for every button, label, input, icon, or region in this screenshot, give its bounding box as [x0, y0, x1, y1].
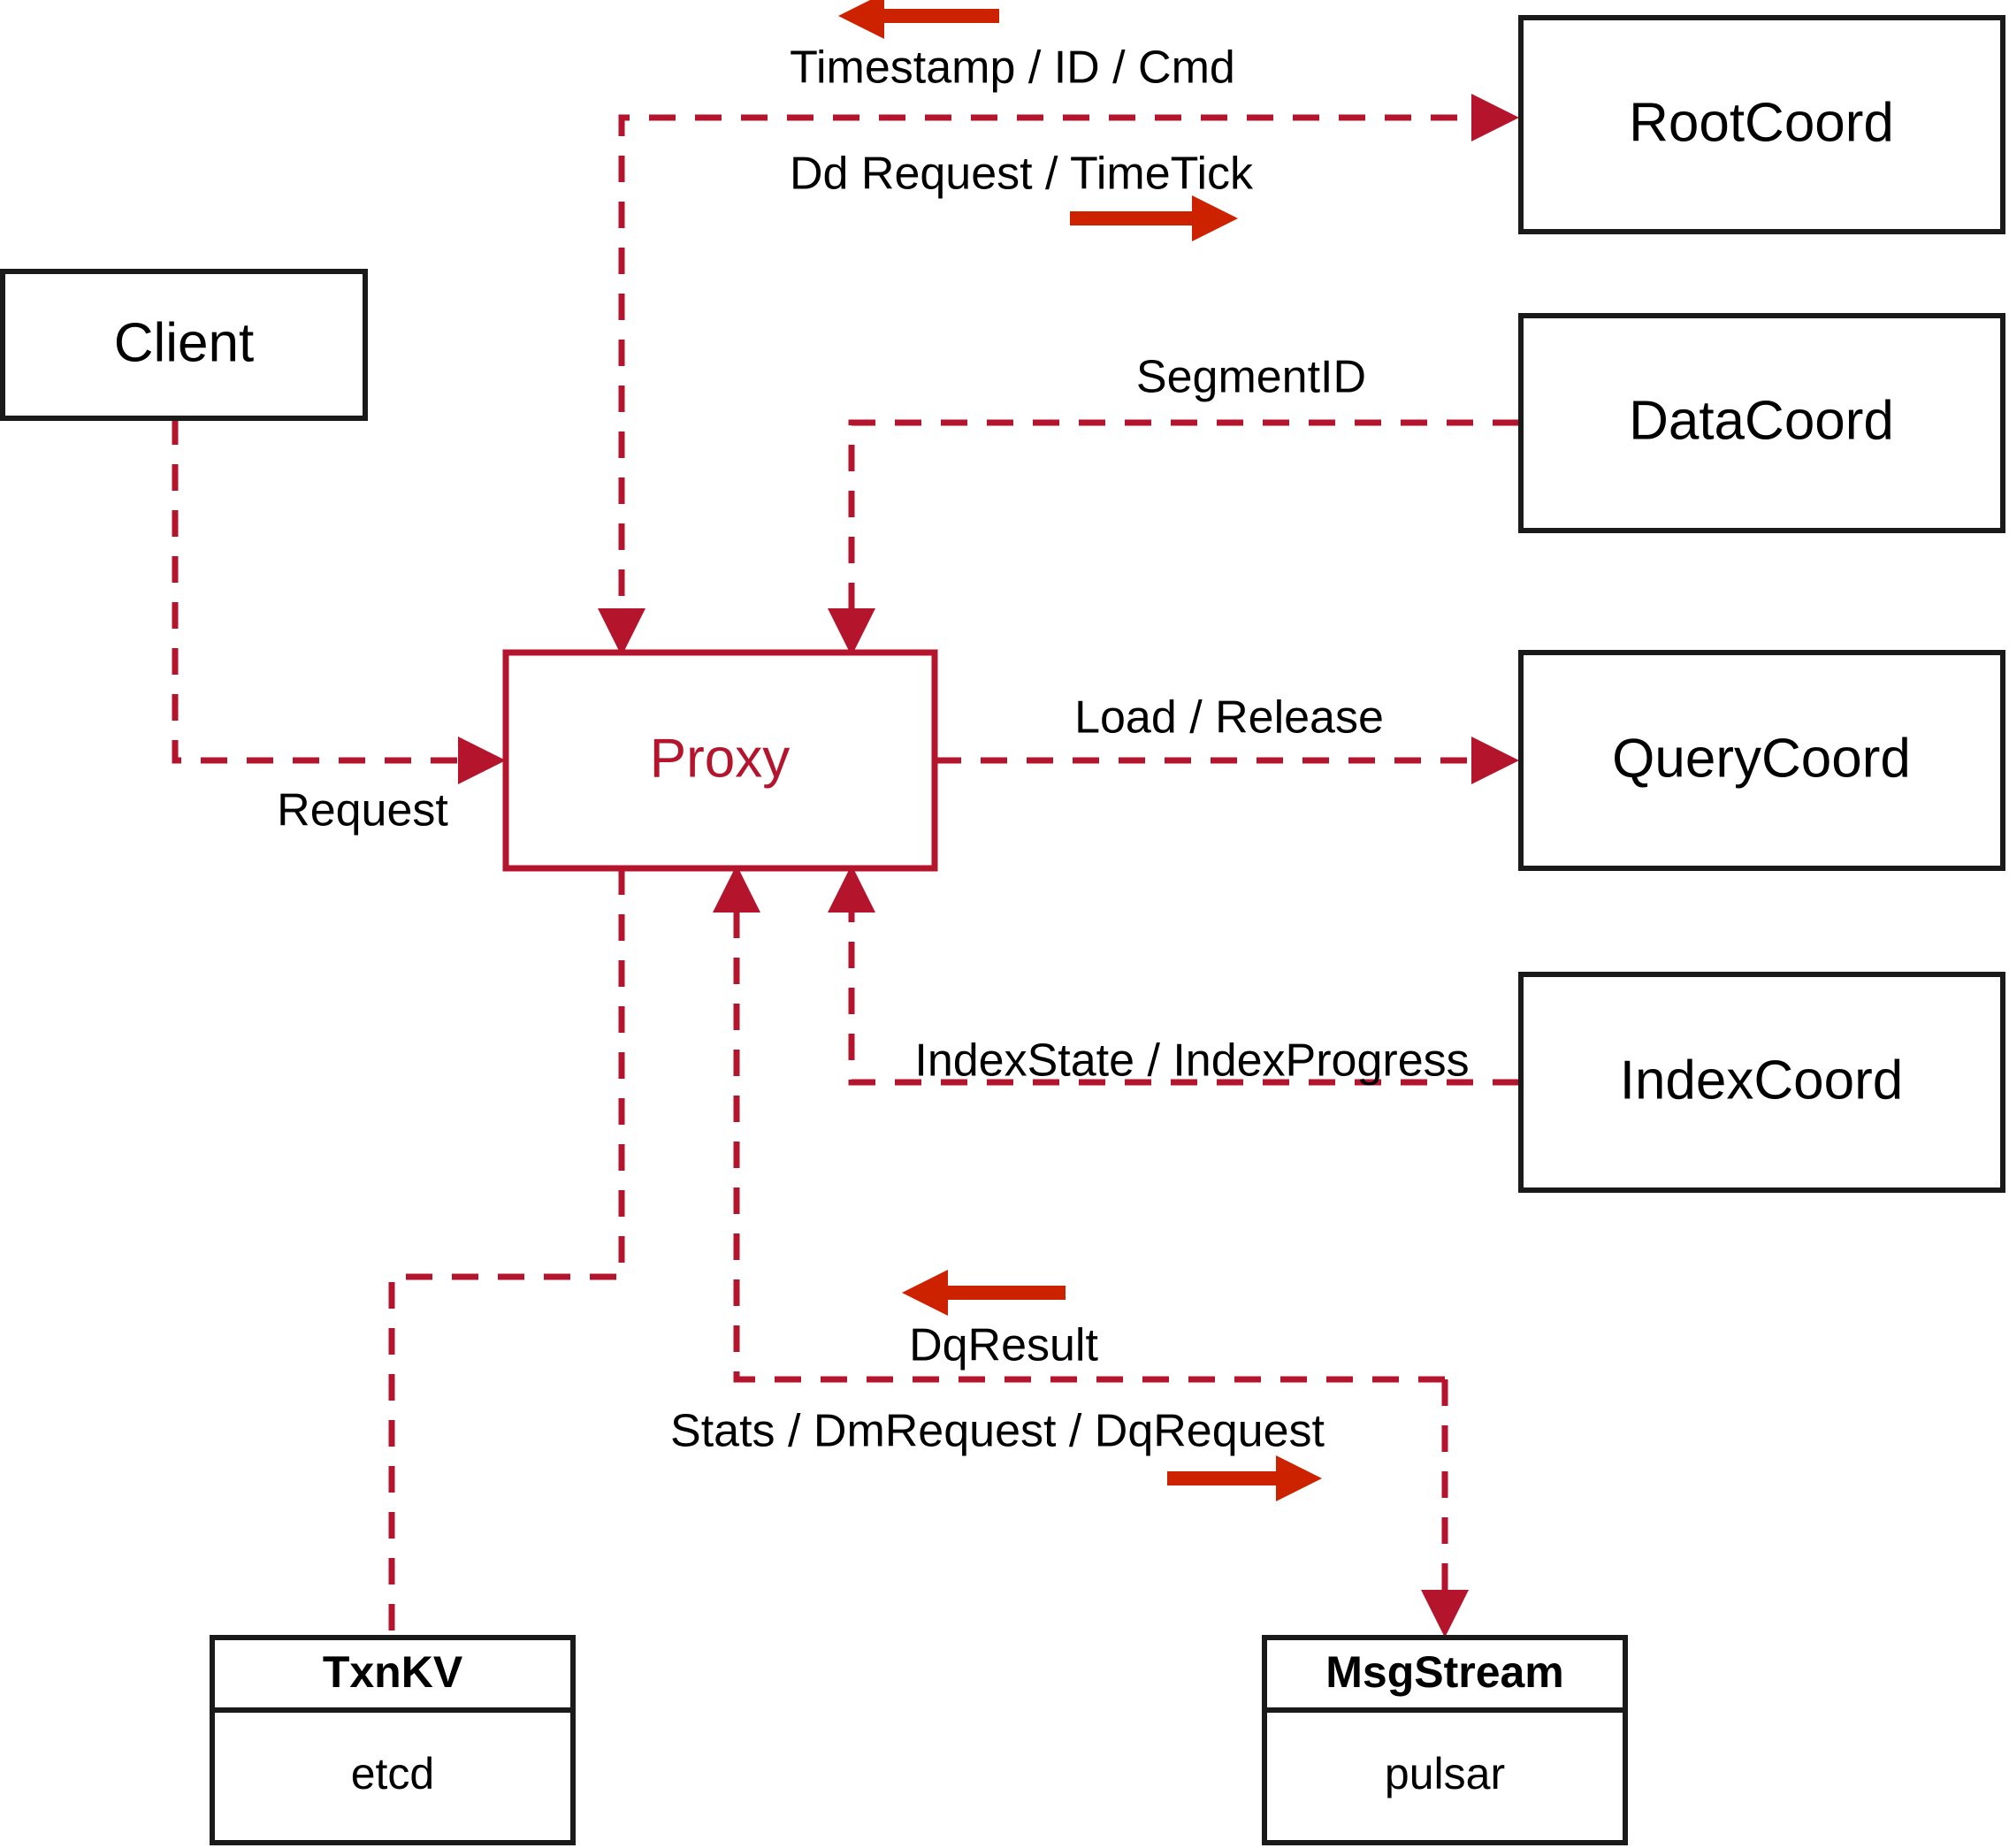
node-datacoord[interactable]: DataCoord	[1518, 313, 2005, 533]
edge-label-load-release: Load / Release	[1074, 692, 1384, 744]
node-msgstream-impl: pulsar	[1385, 1749, 1505, 1798]
edge-proxy-to-querycoord	[935, 737, 1519, 784]
node-msgstream-label: MsgStream	[1325, 1647, 1564, 1697]
edge-label-dd-request-timetick: Dd Request / TimeTick	[790, 149, 1254, 200]
node-txnkv-label: TxnKV	[323, 1647, 463, 1697]
edge-proxy-to-rootcoord	[1471, 94, 1519, 141]
edge-label-timestamp-id-cmd: Timestamp / ID / Cmd	[790, 42, 1235, 94]
flow-arrow-dqresult-left	[902, 1270, 1066, 1316]
flow-arrow-timestamp-left	[838, 0, 999, 39]
node-proxy-label: Proxy	[650, 728, 790, 789]
flow-arrow-dqrequest-right	[1167, 1455, 1322, 1501]
node-rootcoord[interactable]: RootCoord	[1518, 15, 2005, 234]
edge-client-to-proxy	[172, 418, 506, 784]
node-datacoord-label: DataCoord	[1629, 390, 1894, 451]
node-querycoord[interactable]: QueryCoord	[1518, 650, 2005, 871]
edge-label-indexstate-indexprogress: IndexState / IndexProgress	[914, 1035, 1469, 1087]
node-client-label: Client	[114, 312, 255, 373]
node-indexcoord[interactable]: IndexCoord	[1518, 972, 2005, 1193]
node-txnkv-impl: etcd	[351, 1749, 435, 1798]
flow-arrow-ddrequest-right	[1070, 195, 1238, 241]
edge-label-segmentid: SegmentID	[1136, 352, 1366, 403]
edge-proxy-to-txnkv	[388, 868, 625, 1638]
node-rootcoord-label: RootCoord	[1629, 92, 1894, 153]
node-msgstream[interactable]: MsgStream pulsar	[1262, 1635, 1628, 1845]
node-txnkv[interactable]: TxnKV etcd	[210, 1635, 576, 1845]
node-querycoord-label: QueryCoord	[1612, 728, 1911, 789]
edge-label-stats-dmrequest-dqrequest: Stats / DmRequest / DqRequest	[670, 1406, 1325, 1457]
edge-indexcoord-to-proxy	[828, 865, 1519, 1086]
edge-rootcoord-to-proxy	[598, 114, 1503, 656]
edge-label-request: Request	[277, 785, 448, 836]
edge-label-dqresult: DqResult	[909, 1320, 1098, 1371]
node-proxy[interactable]: Proxy	[502, 649, 938, 872]
node-client[interactable]: Client	[0, 269, 368, 421]
node-indexcoord-label: IndexCoord	[1620, 1050, 1904, 1111]
edge-proxy-to-msgstream	[1421, 1379, 1469, 1638]
edge-msgstream-to-proxy	[713, 865, 1445, 1383]
edge-datacoord-to-proxy	[828, 419, 1519, 656]
